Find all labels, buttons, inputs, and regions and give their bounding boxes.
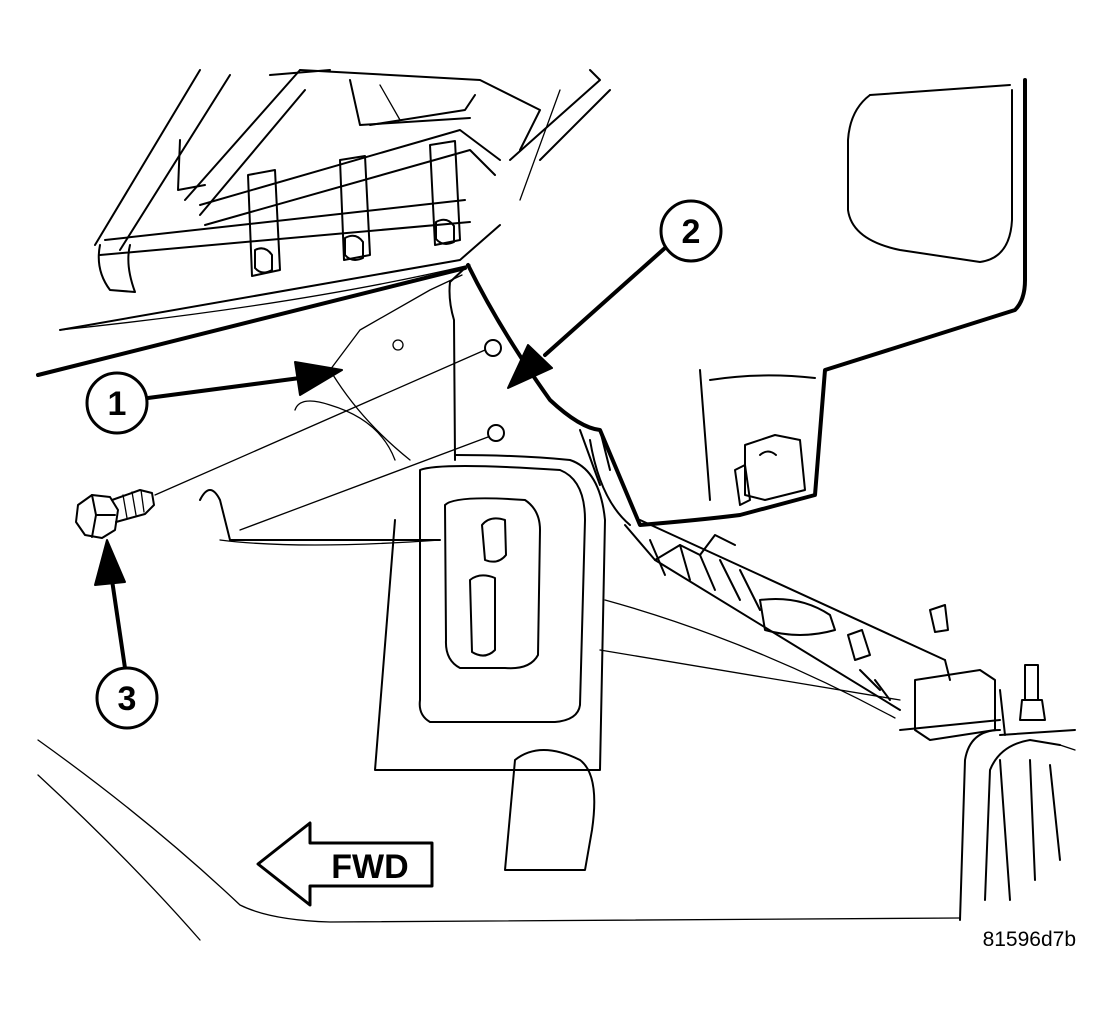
alignment-lines xyxy=(154,349,489,531)
callout-1: 1 xyxy=(85,371,149,435)
upper-console-structure xyxy=(59,69,611,331)
callout-2-label: 2 xyxy=(682,213,701,251)
bracket xyxy=(294,267,505,461)
figure-reference: 81596d7b xyxy=(983,928,1076,951)
floor-lines xyxy=(37,599,961,941)
duct-housing xyxy=(466,78,1027,527)
fwd-arrow-icon xyxy=(256,821,434,907)
lower-panel xyxy=(199,454,606,871)
panel-edge-line xyxy=(36,266,467,377)
callout-arrows xyxy=(94,246,667,670)
callout-1-label: 1 xyxy=(108,385,127,423)
right-rail-assembly xyxy=(624,519,1076,921)
callout-3: 3 xyxy=(95,666,159,730)
callout-3-label: 3 xyxy=(118,680,137,718)
fastener xyxy=(75,489,155,539)
callout-2: 2 xyxy=(659,199,723,263)
fwd-label: FWD xyxy=(331,848,408,886)
forward-direction-indicator: FWD xyxy=(256,821,434,907)
